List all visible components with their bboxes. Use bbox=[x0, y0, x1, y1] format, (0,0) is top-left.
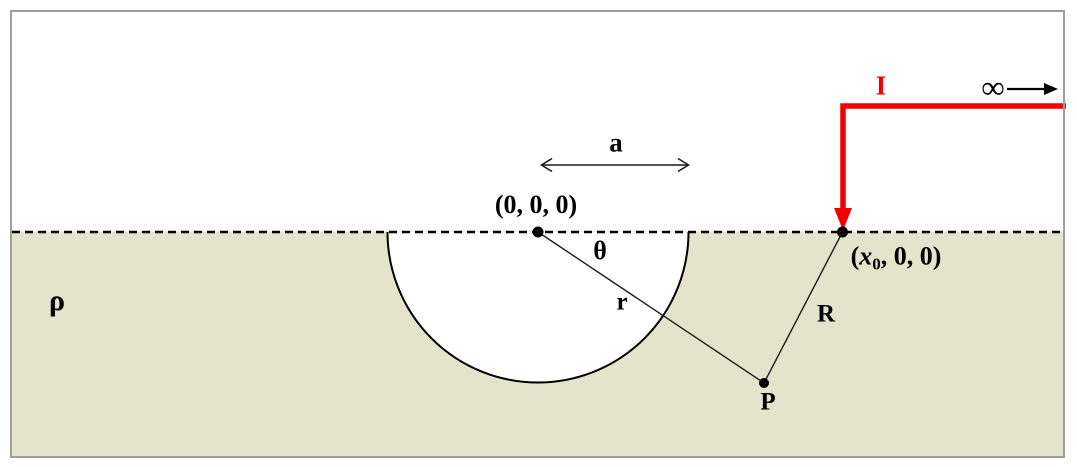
diagram-frame bbox=[10, 10, 1065, 458]
hemisphere-arc bbox=[386, 231, 690, 384]
radius-extent-arrow bbox=[539, 157, 691, 173]
resistivity-label: ρ bbox=[48, 284, 66, 317]
current-arrowhead-icon bbox=[834, 208, 852, 231]
theta-label: θ bbox=[593, 236, 607, 265]
r-label: r bbox=[616, 288, 628, 316]
origin-point bbox=[532, 226, 544, 238]
R-label: R bbox=[816, 300, 836, 328]
current-wire bbox=[840, 103, 1066, 214]
R-line bbox=[763, 231, 844, 384]
infinity-symbol: ∞ bbox=[981, 69, 1005, 105]
electrode-label-prefix: ( bbox=[850, 241, 860, 271]
electrode-label-suffix: , 0, 0) bbox=[880, 241, 942, 271]
electrode-point bbox=[837, 226, 848, 238]
r-line bbox=[537, 231, 765, 384]
electrode-label: (x0, 0, 0) bbox=[850, 241, 942, 274]
origin-label: (0, 0, 0) bbox=[494, 190, 578, 219]
P-label: P bbox=[760, 388, 776, 416]
point-P bbox=[759, 378, 769, 388]
electrode-label-variable: x bbox=[859, 241, 873, 271]
radius-label: a bbox=[609, 127, 623, 158]
electrode-label-subscript: 0 bbox=[872, 254, 881, 274]
hemisphere-cavity bbox=[387, 232, 689, 383]
current-label: I bbox=[875, 70, 887, 101]
infinity-arrow bbox=[1007, 83, 1058, 95]
